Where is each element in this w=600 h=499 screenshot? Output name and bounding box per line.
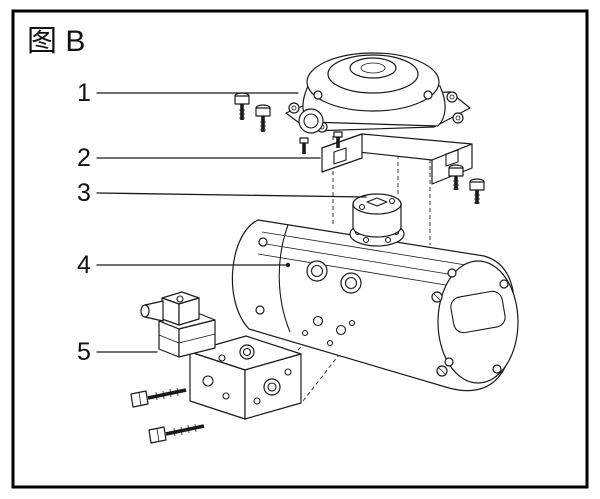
callout-label-5: 5 [77,338,91,366]
callouts: 1 2 3 4 5 [77,79,367,366]
coupling-drawing [352,193,402,238]
mounting-bracket-drawing [321,133,473,185]
callout-leader-3 [96,192,367,198]
box-mounting-screws [299,131,343,154]
callout-label-1: 1 [77,79,91,107]
callout-label-4: 4 [77,251,91,279]
callout-label-3: 3 [77,179,91,207]
valve-mounting-screws [130,387,205,444]
bracket-bolts-right [448,164,485,204]
conduit-port [298,108,324,134]
cover-bolts-left [234,92,271,132]
limit-switch-box-drawing [285,52,471,134]
pneumatic-actuator-drawing [231,219,519,392]
actuator-air-port [306,260,328,282]
callout-leader-4-endpoint [285,262,291,268]
solenoid-valve-drawing [140,291,302,420]
callout-label-2: 2 [77,144,91,172]
actuator-air-port [340,272,362,294]
figure-title: 图 B [27,25,85,58]
